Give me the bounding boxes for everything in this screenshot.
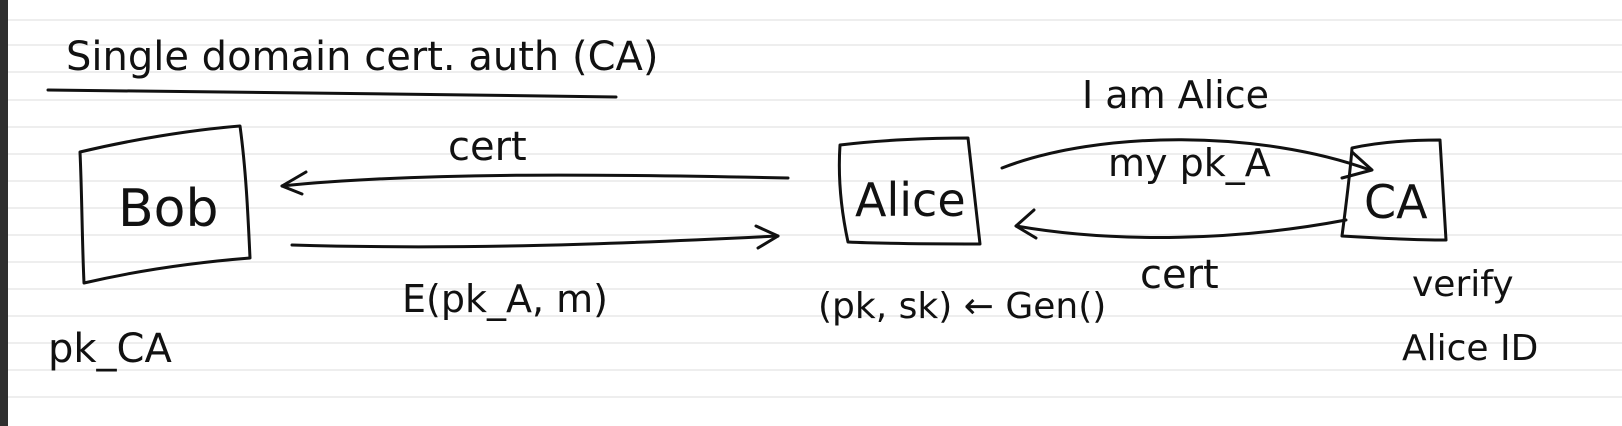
alice-node: Alice bbox=[837, 136, 982, 246]
note-ca-alice-id: Alice ID bbox=[1402, 328, 1538, 369]
ca-label: CA bbox=[1364, 175, 1428, 229]
label-i-am-alice: I am Alice bbox=[1082, 73, 1269, 117]
bob-box bbox=[78, 124, 252, 285]
note-bob-key: pk_CA bbox=[48, 326, 172, 372]
bob-node: Bob bbox=[78, 124, 252, 285]
alice-label: Alice bbox=[855, 173, 966, 227]
ca-node: CA bbox=[1340, 138, 1448, 242]
note-ca-verify: verify bbox=[1412, 264, 1514, 305]
label-encrypted-message: E(pk_A, m) bbox=[402, 277, 608, 321]
arrow-bob-to-alice bbox=[290, 224, 780, 250]
page-title: Single domain cert. auth (CA) bbox=[66, 34, 658, 80]
alice-box bbox=[837, 136, 982, 246]
label-cert-to-alice: cert bbox=[1140, 252, 1219, 298]
arrow-ca-to-alice bbox=[1014, 208, 1348, 240]
ca-box bbox=[1340, 138, 1448, 242]
arrow-alice-to-bob bbox=[280, 170, 790, 196]
label-my-pk: my pk_A bbox=[1108, 141, 1271, 185]
arrow-alice-to-ca bbox=[1000, 138, 1374, 180]
bob-label: Bob bbox=[118, 179, 219, 239]
ruled-lines bbox=[0, 19, 1622, 398]
left-margin-strip bbox=[0, 0, 8, 426]
title-underline bbox=[46, 88, 618, 99]
label-cert-to-bob: cert bbox=[448, 124, 527, 170]
note-alice-keygen: (pk, sk) ← Gen() bbox=[818, 286, 1106, 327]
